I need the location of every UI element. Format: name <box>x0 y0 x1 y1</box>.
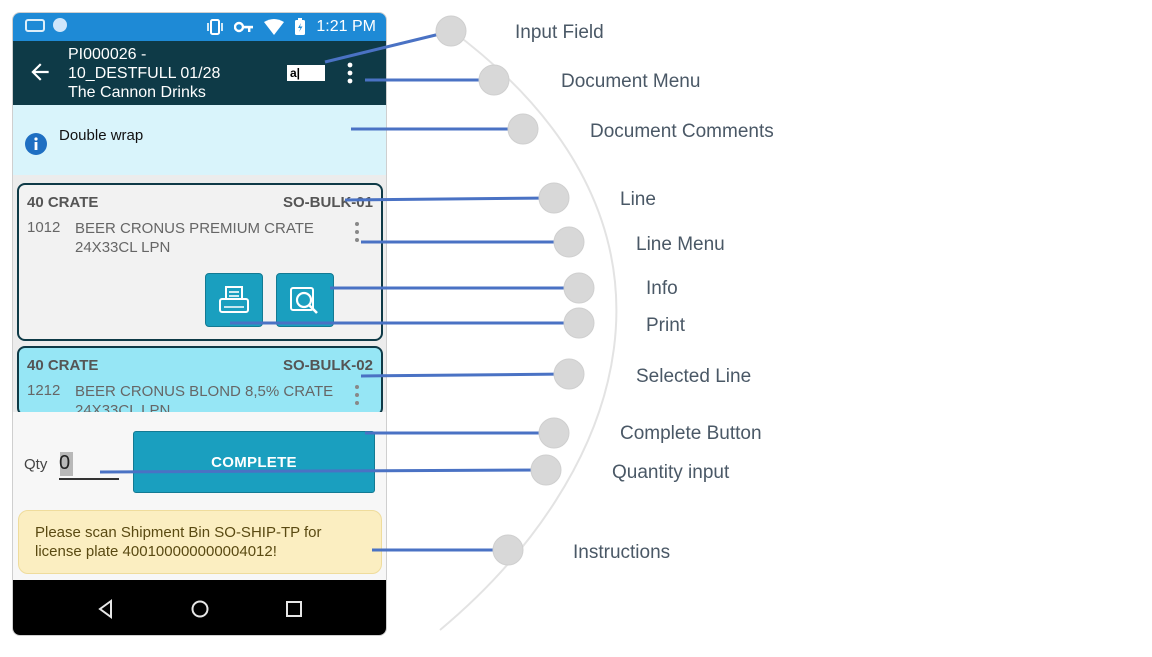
marker-line-menu <box>553 226 585 258</box>
line-quantity: 40 CRATE <box>27 357 99 374</box>
callout-instructions: Instructions <box>573 542 671 563</box>
status-time: 1:21 PM <box>316 18 376 35</box>
app-bar: PI000026 - 10_DESTFULL 01/28 The Cannon … <box>13 41 386 105</box>
callout-input-field: Input Field <box>515 22 604 43</box>
document-number: PI000026 - <box>68 46 147 63</box>
marker-complete-button <box>538 417 570 449</box>
line-card[interactable]: 40 CRATE SO-BULK-01 1012 BEER CRONUS PRE… <box>17 183 383 341</box>
info-icon <box>25 133 47 155</box>
magnifier-icon <box>290 287 318 314</box>
marker-document-menu <box>478 64 510 96</box>
nav-recents-icon[interactable] <box>283 598 305 620</box>
bottom-panel: Qty COMPLETE Please scan Shipment Bin SO… <box>13 412 386 580</box>
comment-text: Double wrap <box>59 127 144 144</box>
document-menu-icon[interactable] <box>343 61 357 85</box>
line-description: BEER CRONUS BLOND 8,5% CRATE 24X33CL LPN <box>75 383 334 416</box>
line-quantity: 40 CRATE <box>27 194 99 211</box>
printer-icon <box>219 286 249 313</box>
vpn-key-icon <box>234 21 254 33</box>
device-screen: 1:21 PM PI000026 - 10_DESTFULL 01/28 The… <box>12 12 387 636</box>
customer-name: The Cannon Drinks <box>68 84 206 101</box>
print-button[interactable] <box>205 273 263 327</box>
marker-input-field <box>435 15 467 47</box>
scan-input-field[interactable] <box>287 65 325 81</box>
marker-selected-line <box>553 358 585 390</box>
line-bin-code: SO-BULK-02 <box>282 357 373 374</box>
nav-home-icon[interactable] <box>189 598 211 620</box>
complete-button[interactable]: COMPLETE <box>133 431 375 493</box>
document-comments: Double wrap <box>13 105 386 175</box>
document-title: PI000026 - 10_DESTFULL 01/28 The Cannon … <box>68 45 268 102</box>
status-bar: 1:21 PM <box>13 13 386 41</box>
line-menu-icon[interactable] <box>353 221 361 243</box>
callout-line: Line <box>620 189 656 210</box>
callout-complete-button: Complete Button <box>620 423 762 444</box>
line-bin-code: SO-BULK-01 <box>282 194 373 211</box>
keyboard-icon <box>25 18 45 32</box>
line-item-number: 1212 <box>27 382 61 399</box>
wifi-icon <box>264 19 285 35</box>
selected-line-card[interactable]: 40 CRATE SO-BULK-02 1212 BEER CRONUS BLO… <box>17 346 383 416</box>
info-button[interactable] <box>276 273 334 327</box>
marker-info <box>563 272 595 304</box>
line-menu-icon[interactable] <box>353 384 361 406</box>
callout-arc <box>439 29 618 631</box>
marker-instructions <box>492 534 524 566</box>
nav-back-icon[interactable] <box>95 598 117 620</box>
callout-document-comments: Document Comments <box>590 121 774 142</box>
marker-print <box>563 307 595 339</box>
marker-line <box>538 182 570 214</box>
qty-label: Qty <box>24 456 48 473</box>
notification-dot-icon <box>53 18 67 32</box>
callout-print: Print <box>646 315 686 336</box>
back-arrow-icon[interactable] <box>27 59 53 85</box>
callout-info: Info <box>646 278 678 299</box>
connector-selected-line <box>360 372 569 378</box>
marker-document-comments <box>507 113 539 145</box>
callout-document-menu: Document Menu <box>561 71 701 92</box>
vibrate-icon <box>207 19 224 35</box>
quantity-input[interactable] <box>59 448 119 480</box>
document-destination: 10_DESTFULL 01/28 <box>68 65 221 82</box>
line-item-number: 1012 <box>27 219 61 236</box>
callout-quantity-input: Quantity input <box>612 462 730 483</box>
line-description: BEER CRONUS PREMIUM CRATE 24X33CL LPN <box>75 220 314 256</box>
callout-line-menu: Line Menu <box>636 234 725 255</box>
marker-quantity-input <box>530 454 562 486</box>
instructions-banner: Please scan Shipment Bin SO-SHIP-TP for … <box>18 510 382 574</box>
battery-icon <box>295 18 306 35</box>
callout-selected-line: Selected Line <box>636 366 752 387</box>
android-nav-bar <box>13 580 386 635</box>
